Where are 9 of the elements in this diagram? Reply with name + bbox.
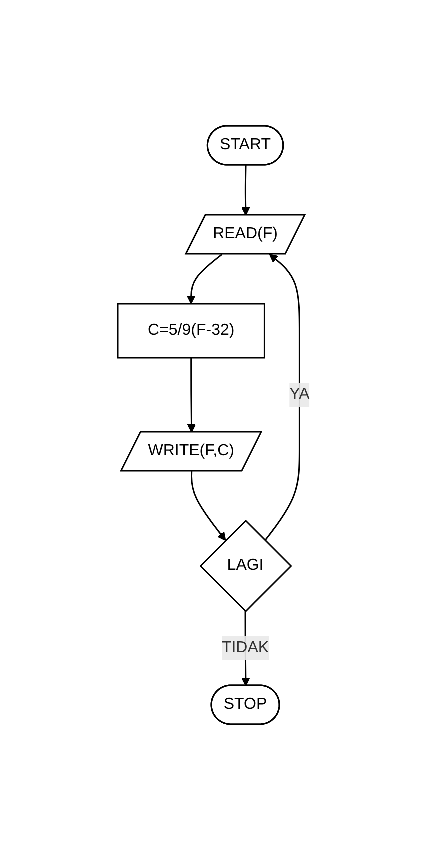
arrow <box>264 254 300 542</box>
node-box: C=5/9(F-32) <box>116 304 266 360</box>
arrow <box>241 166 250 216</box>
arrow <box>186 358 196 434</box>
node-diamond: LAGI <box>199 520 292 613</box>
arrow <box>186 254 222 305</box>
edge-label: YA <box>289 386 310 404</box>
arrow <box>190 472 226 542</box>
edge-label: TIDAK <box>222 640 269 657</box>
